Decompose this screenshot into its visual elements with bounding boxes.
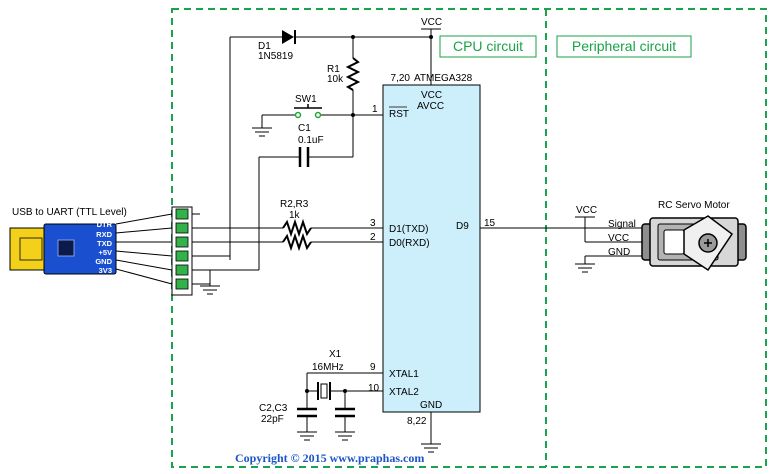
servo-connection: VCC Signal VCC GND [575, 205, 642, 273]
mcu-pin-d0: D0(RXD) [389, 238, 430, 249]
switch-sw1: SW1 [252, 94, 322, 137]
d1-value: 1N5819 [258, 51, 293, 62]
pin-num-gnd: 8,22 [407, 416, 427, 427]
servo-title: RC Servo Motor [658, 200, 730, 211]
mcu-pin-d1: D1(TXD) [389, 224, 428, 235]
pin-num-d0: 2 [370, 232, 376, 243]
vcc-top-net: VCC [229, 17, 442, 260]
pin-num-vcc: 7,20 [391, 73, 411, 84]
c1-value: 0.1uF [298, 135, 324, 146]
usb-uart-adapter: USB to UART (TTL Level) DTR RXD TXD +5V … [9, 207, 127, 275]
diode-d1: D1 1N5819 [258, 30, 296, 62]
copyright: Copyright © 2015 www.praphas.com [235, 451, 424, 465]
usb-board [43, 223, 117, 275]
c1-ref: C1 [298, 123, 311, 134]
peripheral-section-label: Peripheral circuit [556, 35, 692, 58]
mcu-pin-xtal2: XTAL2 [389, 387, 419, 398]
mcu-body [382, 84, 481, 413]
usb-title: USB to UART (TTL Level) [12, 207, 127, 218]
mcu-pin-xtal1: XTAL1 [389, 369, 419, 380]
usb-pin-5v: +5V [98, 248, 112, 257]
usb-pin-3v3: 3V3 [99, 266, 112, 275]
c23-ref: C2,C3 [259, 403, 288, 414]
mcu-pin-gnd: GND [420, 400, 442, 411]
mcu-name: ATMEGA328 [414, 73, 473, 84]
c23-value: 22pF [261, 414, 284, 425]
header-connector [171, 206, 193, 296]
servo-vcc: VCC [608, 233, 629, 244]
servo-vcc-label: VCC [576, 205, 597, 216]
r1-value: 10k [327, 74, 344, 85]
mcu-pin-d9: D9 [456, 221, 469, 232]
vcc-top-label: VCC [421, 17, 442, 28]
capacitors-c2-c3: C2,C3 22pF [259, 403, 355, 441]
servo-gnd: GND [608, 247, 630, 258]
usb-pin-rxd: RXD [96, 230, 112, 239]
usb-pin-dtr: DTR [97, 220, 113, 229]
pin-num-rst: 1 [372, 104, 378, 115]
r23-ref: R2,R3 [280, 199, 309, 210]
d1-ref: D1 [258, 41, 271, 52]
r23-value: 1k [289, 210, 301, 221]
pin-num-xtal1: 9 [370, 362, 376, 373]
x1-value: 16MHz [312, 362, 344, 373]
mcu-pin-avcc: AVCC [417, 101, 444, 112]
x1-ref: X1 [329, 349, 342, 360]
sw1-ref: SW1 [295, 94, 317, 105]
usb-chip-icon [57, 239, 75, 257]
capacitor-c1: C1 0.1uF [258, 123, 353, 268]
resistor-r1: R1 10k [327, 57, 361, 157]
cpu-section-title: CPU circuit [453, 38, 523, 54]
usb-pin-gnd: GND [95, 257, 112, 266]
servo-signal: Signal [608, 219, 636, 230]
mcu-pin-rst: RST [389, 109, 409, 120]
crystal-x1: X1 16MHz [305, 349, 383, 408]
resistors-r2-r3: R2,R3 1k [280, 199, 383, 252]
peripheral-section-title: Peripheral circuit [572, 38, 676, 54]
mcu-pin-vcc: VCC [421, 90, 442, 101]
pin-num-d9: 15 [484, 218, 496, 229]
cpu-section-label: CPU circuit [439, 35, 537, 58]
pin-num-xtal2: 10 [368, 383, 380, 394]
usb-pin-txd: TXD [97, 239, 113, 248]
header-wiring [192, 213, 283, 295]
pin-num-d1: 3 [370, 218, 376, 229]
r1-ref: R1 [327, 64, 340, 75]
mcu-ground [421, 412, 441, 453]
usb-wires [115, 213, 173, 285]
servo-motor: RC Servo Motor [641, 200, 747, 272]
